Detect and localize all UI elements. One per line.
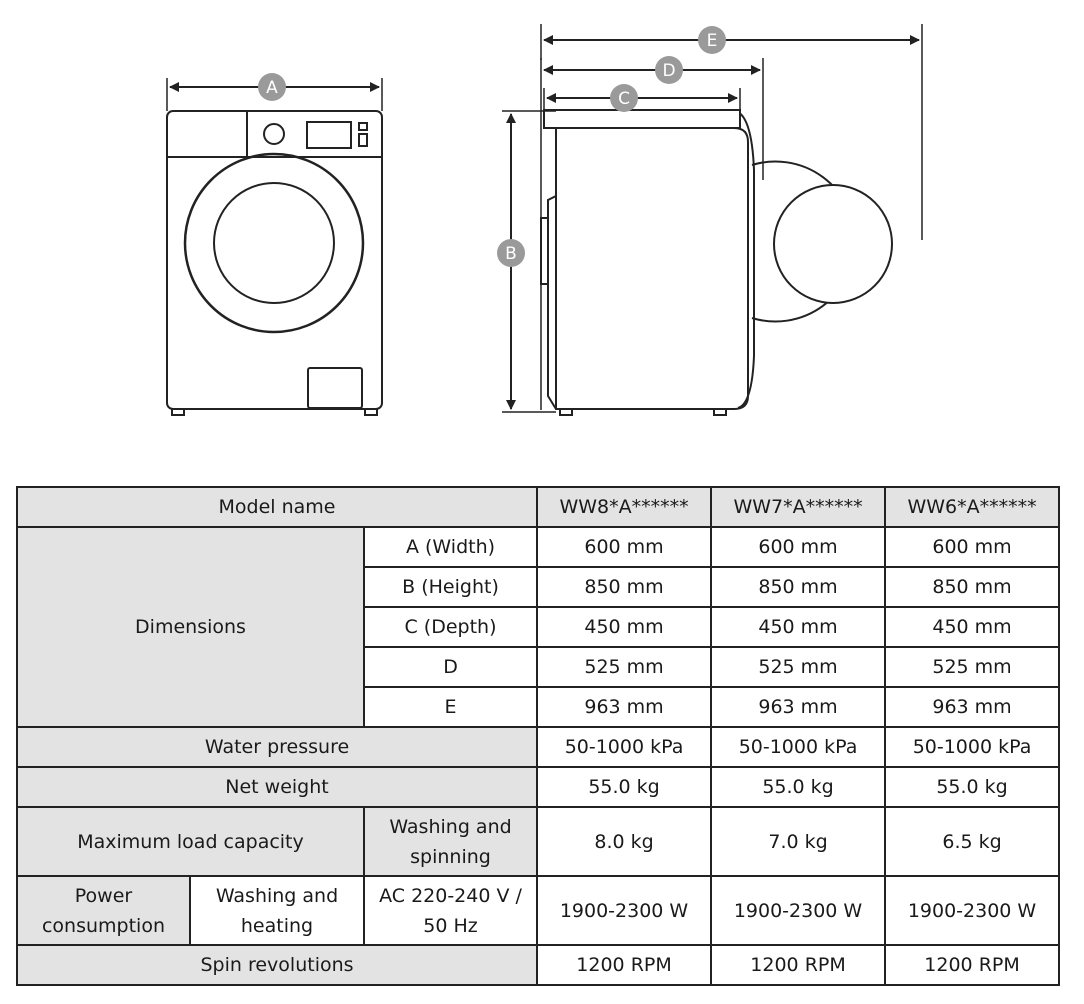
table-cell: 1200 RPM <box>884 944 1061 986</box>
dimension-label: C (Depth) <box>362 606 539 648</box>
table-cell: 963 mm <box>884 686 1061 728</box>
table-cell: 850 mm <box>884 566 1061 608</box>
table-cell: 1900-2300 W <box>536 875 713 946</box>
table-cell: 450 mm <box>536 606 713 648</box>
front-view <box>166 110 383 416</box>
table-row: Model name WW8*A****** WW7*A****** WW6*A… <box>15 486 1061 528</box>
table-cell: 600 mm <box>536 526 713 568</box>
dimensions-label: Dimensions <box>16 526 365 728</box>
table-row: B (Height) 850 mm 850 mm 850 mm <box>17 566 1061 608</box>
table-row: Maximum load capacity Washing and spinnin… <box>16 806 1061 877</box>
power-supply-line: 50 Hz <box>423 914 478 937</box>
table-row: E 963 mm 963 mm 963 mm <box>17 686 1061 728</box>
dimension-b: B <box>497 110 556 413</box>
spin-revolutions-label: Spin revolutions <box>15 944 539 986</box>
power-label-line: consumption <box>41 914 166 937</box>
side-view <box>540 109 893 416</box>
table-cell: 450 mm <box>710 606 887 648</box>
table-cell: 600 mm <box>710 526 887 568</box>
water-pressure-label: Water pressure <box>15 726 539 768</box>
marker-e-label: E <box>707 31 718 51</box>
table-row: D 525 mm 525 mm 525 mm <box>17 646 1061 688</box>
max-load-sub-line: spinning <box>410 845 491 868</box>
table-row: C (Depth) 450 mm 450 mm 450 mm <box>17 606 1061 648</box>
marker-b-label: B <box>505 244 517 264</box>
dimension-diagram: A B C D E <box>166 24 923 416</box>
table-cell: 450 mm <box>884 606 1061 648</box>
marker-d-label: D <box>662 61 675 81</box>
table-cell: 1900-2300 W <box>710 875 887 946</box>
table-cell: 600 mm <box>884 526 1061 568</box>
marker-c-circle <box>610 84 638 112</box>
table-cell: 850 mm <box>710 566 887 608</box>
net-weight-label: Net weight <box>15 766 539 808</box>
table-cell: 55.0 kg <box>536 766 713 808</box>
table-cell: 8.0 kg <box>536 806 713 877</box>
table-cell: 963 mm <box>536 686 713 728</box>
marker-c-label: C <box>618 89 630 109</box>
table-cell: 1200 RPM <box>710 944 887 986</box>
model-column-header: WW6*A****** <box>884 486 1061 528</box>
dimension-c: C <box>543 84 741 112</box>
model-name-header: Model name <box>15 486 539 528</box>
power-consumption-label: Power consumption <box>16 875 191 946</box>
table-cell: 55.0 kg <box>710 766 887 808</box>
marker-e-circle <box>698 26 726 54</box>
table-cell: 1900-2300 W <box>884 875 1061 946</box>
marker-a-circle <box>258 73 286 101</box>
max-load-sub-line: Washing and <box>389 815 512 838</box>
table-row: Water pressure 50-1000 kPa 50-1000 kPa 5… <box>15 726 1061 768</box>
dimension-d: D <box>540 56 764 410</box>
marker-d-circle <box>655 56 683 84</box>
model-column-header: WW8*A****** <box>536 486 713 528</box>
table-row: Power consumption Washing and heating AC 2… <box>16 875 1061 946</box>
max-load-sub-label: Washing and spinning <box>362 806 539 877</box>
power-sub-line: Washing and <box>215 884 339 907</box>
dimension-label: A (Width) <box>362 526 539 568</box>
table-cell: 6.5 kg <box>884 806 1061 877</box>
dimension-e: E <box>540 24 923 240</box>
table-cell: 963 mm <box>710 686 887 728</box>
table-row: Spin revolutions 1200 RPM 1200 RPM 1200 … <box>15 944 1061 986</box>
table-cell: 525 mm <box>884 646 1061 688</box>
table-cell: 55.0 kg <box>884 766 1061 808</box>
power-sub-line: heating <box>240 914 314 937</box>
marker-b-circle <box>497 239 525 267</box>
max-load-label: Maximum load capacity <box>16 806 365 877</box>
table-cell: 50-1000 kPa <box>536 726 713 768</box>
table-row: Net weight 55.0 kg 55.0 kg 55.0 kg <box>15 766 1061 808</box>
power-sub-label: Washing and heating <box>189 875 365 946</box>
power-label-line: Power <box>74 884 133 907</box>
table-cell: 850 mm <box>536 566 713 608</box>
specifications-table: Model name WW8*A****** WW7*A****** WW6*A… <box>15 486 1061 986</box>
table-cell: 50-1000 kPa <box>710 726 887 768</box>
power-supply-line: AC 220-240 V / <box>379 884 522 907</box>
dimension-a: A <box>166 73 383 111</box>
dimension-label: B (Height) <box>362 566 539 608</box>
dimension-label: D <box>362 646 539 688</box>
table-row: Dimensions A (Width) 600 mm 600 mm 600 m… <box>16 526 1061 728</box>
dimension-label: E <box>362 686 539 728</box>
power-supply-label: AC 220-240 V / 50 Hz <box>362 875 539 946</box>
marker-a-label: A <box>266 78 278 98</box>
table-cell: 1200 RPM <box>536 944 713 986</box>
table-cell: 50-1000 kPa <box>884 726 1061 768</box>
table-cell: 525 mm <box>536 646 713 688</box>
table-cell: 7.0 kg <box>710 806 887 877</box>
model-column-header: WW7*A****** <box>710 486 887 528</box>
table-cell: 525 mm <box>710 646 887 688</box>
